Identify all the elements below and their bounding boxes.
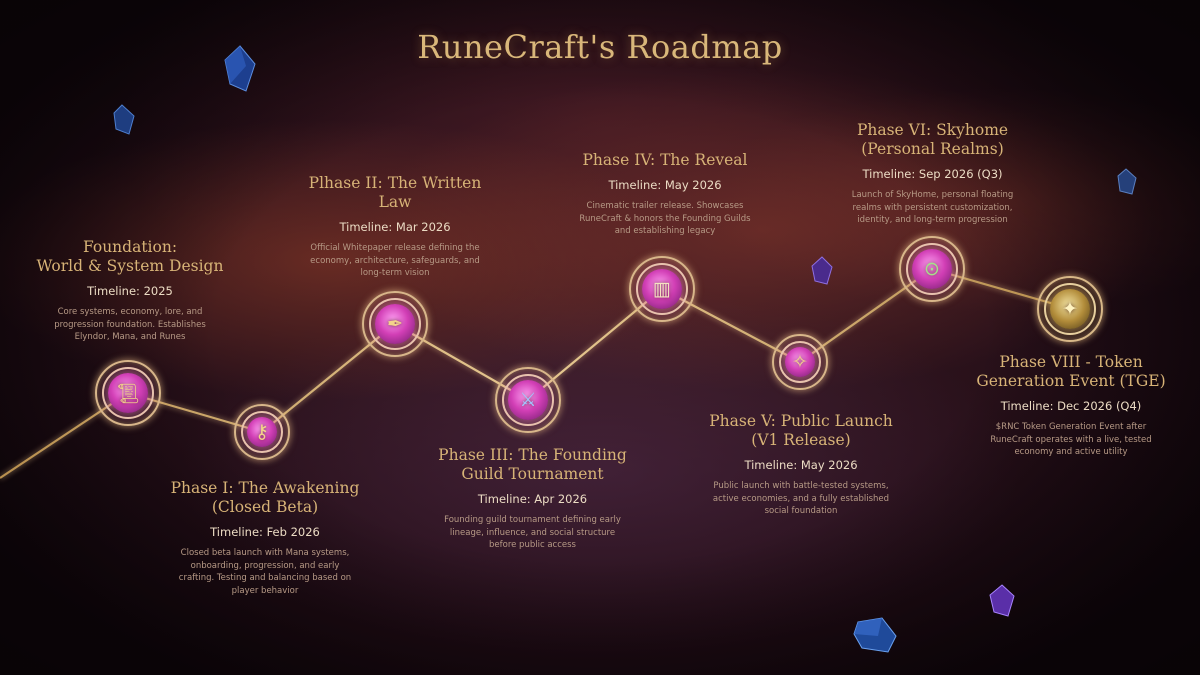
phase-title: Phase I: The Awakening (Closed Beta) — [170, 479, 360, 516]
milestone-node-phase-6: ⊙ — [893, 230, 971, 308]
blue-crystal-icon — [224, 45, 256, 92]
key-icon: ⚷ — [255, 421, 269, 443]
phase-card-phase-8: Phase VIII - Token Generation Event (TGE… — [966, 353, 1176, 459]
phase-title: Phase III: The Founding Guild Tournament — [438, 446, 627, 483]
purple-crystal-icon — [811, 256, 833, 285]
phase-description: $RNC Token Generation Event after RuneCr… — [990, 422, 1152, 457]
purple-crystal-icon — [989, 584, 1015, 617]
crossed-swords-icon: ⚔ — [519, 389, 537, 411]
phase-timeline: Timeline: Sep 2026 (Q3) — [862, 167, 1003, 181]
phase-title: Foundation: World & System Design — [36, 238, 224, 275]
phase-card-phase-1: Phase I: The Awakening (Closed Beta) Tim… — [160, 479, 370, 597]
phase-timeline: Timeline: Mar 2026 — [339, 220, 451, 234]
wand-icon: ✧ — [792, 351, 808, 373]
milestone-node-phase-5: ✧ — [766, 328, 834, 396]
lock-icon: ⊙ — [924, 258, 940, 280]
milestone-node-phase-3: ⚔ — [489, 361, 567, 439]
scroll-icon: 📜︎ — [115, 382, 141, 405]
phase-title: Phase VIII - Token Generation Event (TGE… — [976, 353, 1166, 390]
open-book-icon: ▥ — [653, 278, 671, 300]
phase-timeline: Timeline: Feb 2026 — [210, 525, 320, 539]
milestone-node-phase-4: ▥ — [623, 250, 701, 328]
phase-description: Public launch with battle-tested systems… — [712, 481, 890, 516]
milestone-node-phase-8: ✦ — [1031, 270, 1109, 348]
phase-description: Founding guild tournament defining early… — [444, 515, 621, 550]
page-title: RuneCraft's Roadmap — [417, 28, 783, 66]
phase-title: Phase IV: The Reveal — [582, 151, 748, 169]
blue-crystal-icon — [1117, 168, 1137, 195]
phase-card-phase-6: Phase VI: Skyhome (Personal Realms) Time… — [830, 121, 1035, 227]
phase-description: Core systems, economy, lore, and progres… — [54, 307, 206, 342]
milestone-node-foundation: 📜︎ — [89, 354, 167, 432]
phase-timeline: Timeline: May 2026 — [744, 458, 858, 472]
milestone-node-phase-1: ⚷ — [228, 398, 296, 466]
phase-timeline: Timeline: Apr 2026 — [477, 492, 588, 506]
milestone-node-phase-2: ✒ — [356, 285, 434, 363]
quill-icon: ✒ — [387, 313, 403, 335]
phase-title: Phase V: Public Launch (V1 Release) — [709, 412, 893, 449]
phase-description: Closed beta launch with Mana systems, on… — [178, 548, 352, 596]
blue-crystal-icon — [113, 104, 135, 135]
phase-timeline: Timeline: 2025 — [87, 284, 173, 298]
blue-crystal-icon — [853, 617, 897, 653]
phase-card-phase-5: Phase V: Public Launch (V1 Release) Time… — [698, 412, 904, 518]
phase-title: Plhase II: The Written Law — [308, 174, 482, 211]
phase-description: Cinematic trailer release. Showcases Run… — [579, 201, 751, 236]
phase-timeline: Timeline: Dec 2026 (Q4) — [1000, 399, 1142, 413]
phase-card-phase-4: Phase IV: The Reveal Timeline: May 2026 … — [560, 151, 770, 238]
phase-card-phase-2: Plhase II: The Written Law Timeline: Mar… — [290, 174, 500, 280]
phase-description: Official Whitepaper release defining the… — [310, 243, 480, 278]
phase-card-phase-3: Phase III: The Founding Guild Tournament… — [425, 446, 640, 552]
coin-icon: ✦ — [1062, 298, 1078, 320]
phase-timeline: Timeline: May 2026 — [608, 178, 722, 192]
phase-title: Phase VI: Skyhome (Personal Realms) — [856, 121, 1009, 158]
phase-description: Launch of SkyHome, personal floating rea… — [851, 190, 1014, 225]
phase-card-foundation: Foundation: World & System Design Timeli… — [20, 238, 240, 344]
